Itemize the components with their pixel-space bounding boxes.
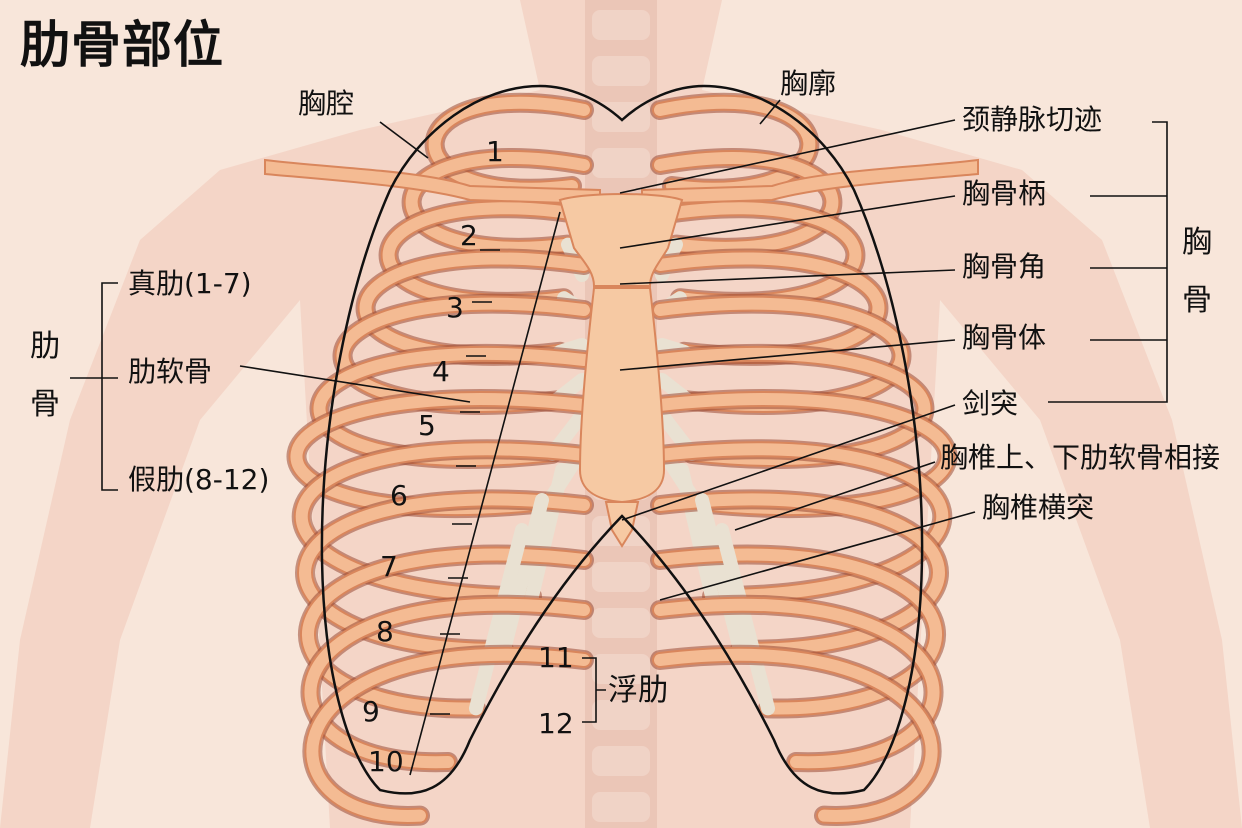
leader-line — [759, 99, 781, 125]
leader-line — [379, 121, 429, 159]
rib — [302, 548, 590, 715]
leader-line — [619, 119, 956, 194]
rib-number-11: 11 — [538, 641, 574, 674]
label-jugular-notch: 颈静脉切迹 — [962, 103, 1103, 136]
label-manubrium: 胸骨柄 — [962, 177, 1047, 210]
rib-number-4: 4 — [432, 355, 450, 388]
costal-cartilage — [695, 493, 747, 657]
label-transverse-process: 胸椎横突 — [982, 491, 1095, 524]
xiphoid-bone — [604, 501, 640, 548]
vertebra — [592, 654, 650, 684]
vertebra — [592, 56, 650, 86]
leader-line — [239, 365, 471, 403]
rib-number-2: 2 — [460, 219, 478, 252]
group-rib-char-1: 肋 — [30, 329, 60, 364]
rib-number-3: 3 — [446, 291, 464, 324]
group-rib-label: 肋 骨 — [28, 318, 62, 434]
rib-number-8: 8 — [376, 615, 394, 648]
rib-number-12: 12 — [538, 707, 574, 740]
label-thoracic-cavity: 胸腔 — [298, 87, 355, 120]
vertebra — [592, 148, 650, 178]
label-xiphoid: 剑突 — [962, 387, 1019, 420]
rib-number-10: 10 — [368, 745, 404, 778]
label-costal-cartilage: 肋软骨 — [128, 355, 213, 388]
floating-rib-bracket — [582, 657, 606, 723]
rib — [654, 648, 938, 822]
vertebra — [592, 608, 650, 638]
page-title: 肋骨部位 — [20, 16, 224, 74]
rib — [654, 548, 942, 715]
costal-cartilage — [675, 463, 719, 604]
leader-line — [619, 195, 956, 249]
rib-group-bracket — [70, 282, 118, 491]
group-rib-char-2: 骨 — [30, 387, 60, 422]
group-sternum-char-2: 骨 — [1182, 283, 1212, 318]
rib-number-7: 7 — [380, 550, 398, 583]
leader-line — [621, 404, 956, 521]
rib — [405, 152, 590, 254]
rib — [654, 598, 940, 769]
sternum-group-bracket — [1048, 121, 1168, 403]
manubrium-bone — [558, 193, 684, 287]
vertebra — [592, 700, 650, 730]
costal-cartilage — [525, 463, 569, 604]
leader-lines — [70, 99, 1168, 776]
rib-number-6: 6 — [390, 479, 408, 512]
label-true-ribs: 真肋(1-7) — [128, 267, 252, 300]
leader-line — [734, 461, 936, 531]
vertebra — [592, 746, 650, 776]
thorax-outline — [320, 84, 924, 795]
rib — [654, 443, 949, 603]
label-vertebra-joint: 胸椎上、下肋软骨相接 — [940, 441, 1221, 474]
leader-line — [619, 339, 956, 371]
leader-line — [409, 211, 561, 776]
costal-cartilage — [469, 523, 529, 716]
rib — [295, 443, 590, 603]
rib-number-5: 5 — [418, 409, 436, 442]
rib — [654, 493, 945, 656]
rib — [304, 598, 590, 769]
costal-cartilage — [497, 493, 549, 657]
rib-number-1: 1 — [486, 135, 504, 168]
sternum-body-bone — [578, 287, 666, 504]
vertebra — [592, 562, 650, 592]
leader-line — [659, 511, 976, 601]
label-sternal-angle: 胸骨角 — [962, 250, 1047, 283]
rib-number-9: 9 — [362, 695, 380, 728]
vertebra — [592, 10, 650, 40]
label-floating-ribs: 浮肋 — [608, 673, 668, 708]
rib — [654, 152, 839, 254]
rib — [299, 493, 590, 656]
rib — [306, 648, 590, 822]
group-sternum-label: 胸 骨 — [1180, 214, 1214, 330]
leader-line — [619, 269, 956, 285]
vertebra — [592, 792, 650, 822]
group-sternum-char-1: 胸 — [1182, 225, 1212, 260]
label-thorax: 胸廓 — [780, 67, 837, 100]
label-sternum-body: 胸骨体 — [962, 321, 1047, 354]
label-false-ribs: 假肋(8-12) — [128, 463, 270, 496]
costal-cartilage — [715, 523, 775, 716]
